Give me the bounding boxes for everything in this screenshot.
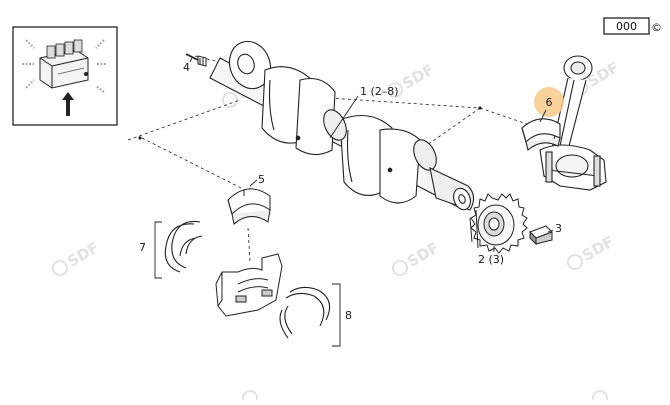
locator-dashed-arrows	[22, 39, 106, 93]
callout-3[interactable]: 3	[547, 222, 562, 235]
callout-4[interactable]: 4	[183, 57, 193, 74]
locator-up-arrow-icon	[62, 92, 74, 116]
callout-6-label: 6	[546, 96, 553, 109]
page-code-text: 000	[616, 20, 637, 33]
callout-1-label: 1 (2–8)	[360, 85, 399, 98]
watermark-text: SDF	[579, 232, 617, 264]
callout-5-label: 5	[258, 173, 265, 186]
callout-5[interactable]: 5	[249, 173, 265, 187]
copyright-symbol: ©	[651, 21, 662, 34]
callout-7[interactable]: 7	[139, 221, 162, 279]
page-code-frame	[603, 17, 650, 35]
callout-1[interactable]: 1 (2–8)	[329, 85, 399, 139]
callout-8-label: 8	[345, 309, 352, 322]
callout-layer: 1 (2–8) 2 (3) 3 4 5 6 7 8	[139, 57, 562, 347]
thrust-washers-lower[interactable]	[279, 286, 331, 339]
callout-4-label: 4	[183, 61, 190, 74]
main-bearing-cap[interactable]	[215, 253, 283, 317]
plug[interactable]	[185, 53, 207, 67]
crankshaft-gear[interactable]	[469, 193, 528, 254]
conrod-bearing[interactable]	[521, 118, 561, 151]
main-bearing-upper[interactable]	[227, 188, 271, 225]
callout-6[interactable]: 6	[539, 96, 553, 123]
watermark-text: SDF	[64, 238, 102, 270]
watermark-text: SDF	[404, 238, 442, 270]
callout-7-label: 7	[139, 241, 146, 254]
callout-3-label: 3	[555, 222, 562, 235]
callout-8[interactable]: 8	[332, 283, 352, 347]
callout-highlight-marker	[534, 87, 564, 117]
callout-2[interactable]: 2 (3)	[478, 246, 504, 266]
crankshaft[interactable]	[209, 36, 475, 212]
engine-block-icon	[39, 39, 89, 89]
engine-locator-inset	[12, 26, 118, 126]
callout-2-label: 2 (3)	[478, 253, 504, 266]
page-code-box: 000 ©	[603, 17, 662, 35]
thrust-washers-upper[interactable]	[164, 220, 203, 273]
watermark-text: SDF	[399, 60, 437, 92]
woodruff-key[interactable]	[529, 225, 553, 246]
